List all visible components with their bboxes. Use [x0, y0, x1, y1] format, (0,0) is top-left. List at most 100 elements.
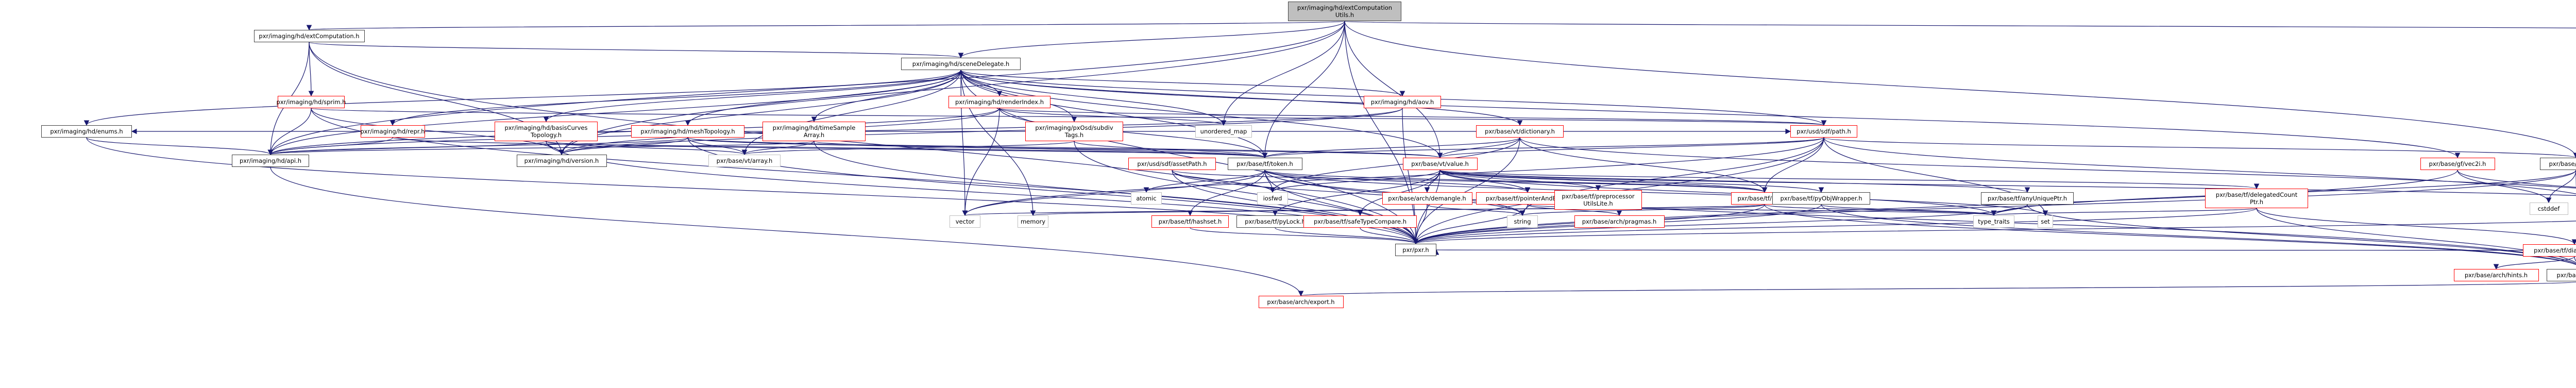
graph-node-cstddef[interactable]: cstddef: [2529, 203, 2568, 215]
graph-node-atomic[interactable]: atomic: [1131, 192, 1162, 205]
graph-node-scene-delegate[interactable]: pxr/imaging/hd/sceneDelegate.h: [901, 58, 1021, 70]
graph-node-mesh-topology[interactable]: pxr/imaging/hd/meshTopology.h: [631, 125, 744, 138]
edge-root-to-extComp: [307, 21, 1345, 31]
edge-delegatedCountPtr-to-diagnosticLite: [2256, 208, 2576, 245]
graph-node-demangle[interactable]: pxr/base/arch/demangle.h: [1382, 192, 1472, 205]
edge-value-to-typeTraits: [1439, 170, 1997, 216]
edge-renderIndex-to-vector: [962, 108, 1000, 216]
edge-hash-to-string: [1520, 204, 1765, 216]
edge-pointerAndBits-to-pragmas: [1527, 204, 1622, 216]
edge-value-to-delegatedCountPtr: [1439, 170, 2259, 190]
graph-node-unordered_map[interactable]: unordered_map: [1195, 125, 1252, 138]
graph-node-diagnostic-lite[interactable]: pxr/base/tf/diagnosticLite.h: [2523, 244, 2576, 257]
graph-node-sprim[interactable]: pxr/imaging/hd/sprim.h: [277, 96, 346, 108]
edge-pyLock-to-pxr: [1275, 227, 1419, 245]
edge-delegatedCountPtr-to-tfApi: [2256, 208, 2576, 263]
graph-node-array[interactable]: pxr/base/vt/array.h: [708, 155, 781, 167]
edge-token-to-pointerAndBits: [1264, 170, 1531, 193]
edge-sceneDelegate-to-repr: [389, 70, 961, 126]
edge-repr-to-token: [392, 137, 1267, 159]
edge-vec2i-to-diagnostic: [2457, 170, 2576, 188]
graph-node-string[interactable]: string: [1507, 215, 1538, 228]
edge-value-to-hash: [1439, 170, 1768, 193]
edge-extComp-to-pxr: [309, 42, 1419, 245]
graph-node-version[interactable]: pxr/imaging/hd/version.h: [516, 155, 607, 167]
edge-token-to-hash: [1264, 170, 1767, 193]
edge-anyUniquePtr-to-pxr: [1413, 204, 2028, 245]
edge-root-to-value: [1344, 21, 1443, 159]
edge-diagnosticLite-to-hints: [2493, 256, 2575, 270]
graph-node-pragmas[interactable]: pxr/base/arch/pragmas.h: [1574, 215, 1665, 228]
edge-value-to-diagnostic: [1439, 170, 2576, 196]
graph-node-token[interactable]: pxr/base/tf/token.h: [1227, 158, 1302, 170]
edge-token-to-atomic: [1143, 170, 1265, 193]
edge-vec2i-to-cstddef: [2457, 170, 2552, 204]
graph-node-value[interactable]: pxr/base/vt/value.h: [1402, 158, 1478, 170]
edge-root-to-unordered_map: [1221, 21, 1345, 126]
graph-node-vec2i[interactable]: pxr/base/gf/vec2i.h: [2420, 158, 2495, 170]
edge-path-to-span: [1823, 137, 2576, 159]
edge-delegatedCountPtr-to-pxr: [1413, 208, 2257, 245]
edge-dictionary-to-iosfwd: [1269, 137, 1520, 193]
graph-node-hd-api[interactable]: pxr/imaging/hd/api.h: [232, 155, 309, 167]
edge-sceneDelegate-to-vector: [960, 70, 968, 216]
edge-vec2i-to-pxr: [1413, 170, 2458, 245]
graph-node-asset-path[interactable]: pxr/usd/sdf/assetPath.h: [1128, 158, 1216, 170]
graph-node-hints[interactable]: pxr/base/arch/hints.h: [2453, 269, 2539, 281]
graph-node-delegated-count-ptr[interactable]: pxr/base/tf/delegatedCount Ptr.h: [2205, 189, 2308, 208]
graph-node-aov[interactable]: pxr/imaging/hd/aov.h: [1364, 96, 1441, 108]
graph-node-pxr[interactable]: pxr/pxr.h: [1395, 244, 1436, 256]
graph-node-tf-api[interactable]: pxr/base/tf/api.h: [2546, 269, 2576, 281]
edge-assetPath-to-hash: [1172, 170, 1767, 193]
graph-node-iosfwd[interactable]: iosfwd: [1257, 192, 1288, 205]
edge-value-to-pxr: [1413, 170, 1440, 245]
graph-node-type-traits[interactable]: type_traits: [1973, 215, 2014, 228]
edge-token-to-pxr: [1264, 170, 1419, 245]
edge-enums-to-hdApi: [86, 137, 274, 156]
edge-sceneDelegate-to-unordered_map: [960, 70, 1227, 126]
graph-node-hashset[interactable]: pxr/base/tf/hashset.h: [1151, 215, 1229, 228]
graph-node-dictionary[interactable]: pxr/base/vt/dictionary.h: [1476, 125, 1564, 138]
edge-renderIndex-to-token: [999, 108, 1268, 159]
graph-node-arch-export[interactable]: pxr/base/arch/export.h: [1258, 296, 1344, 308]
edge-value-to-preprocessor: [1439, 170, 1601, 191]
edge-sceneDelegate-to-value: [960, 70, 1443, 159]
graph-node-vector[interactable]: vector: [950, 215, 980, 228]
edge-aov-to-version: [558, 108, 1403, 156]
graph-node-repr[interactable]: pxr/imaging/hd/repr.h: [360, 125, 425, 138]
edge-enums-to-pxr: [86, 137, 1419, 245]
edge-delegatedCountPtr-to-typeTraits: [1991, 208, 2257, 216]
graph-node-py-obj-wrapper[interactable]: pxr/base/tf/pyObjWrapper.h: [1772, 192, 1870, 205]
edge-sceneDelegate-to-timeSample: [811, 70, 961, 123]
graph-node-path[interactable]: pxr/usd/sdf/path.h: [1790, 125, 1857, 138]
edge-safeTypeCompare-to-pxr: [1360, 227, 1419, 245]
edge-path-to-token: [1262, 137, 1824, 159]
edge-hashset-to-pxr: [1190, 227, 1419, 245]
edge-pyObjWrapper-to-tfApi: [1821, 204, 2576, 265]
edge-sceneDelegate-to-array: [741, 70, 961, 156]
graph-node-ext-comp[interactable]: pxr/imaging/hd/extComputation.h: [253, 30, 365, 42]
graph-node-span[interactable]: pxr/base/tf/span.h: [2540, 158, 2576, 170]
edge-root-to-version: [558, 21, 1345, 156]
graph-node-memory[interactable]: memory: [1018, 215, 1048, 228]
graph-node-basis-curves[interactable]: pxr/imaging/hd/basisCurves Topology.h: [495, 122, 598, 141]
edge-hdApi-to-archExport: [270, 166, 1304, 297]
graph-node-root[interactable]: pxr/imaging/hd/extComputation Utils.h: [1288, 2, 1401, 21]
edge-anyUniquePtr-to-tfApi: [2027, 204, 2576, 264]
edge-extComp-to-sprim: [308, 42, 314, 97]
graph-node-safe-type-compare[interactable]: pxr/base/tf/safeTypeCompare.h: [1303, 215, 1417, 228]
graph-node-any-unique-ptr[interactable]: pxr/base/tf/anyUniquePtr.h: [1981, 192, 2074, 205]
graph-node-render-index[interactable]: pxr/imaging/hd/renderIndex.h: [948, 96, 1050, 108]
graph-node-py-lock[interactable]: pxr/base/tf/pyLock.h: [1236, 215, 1314, 228]
graph-node-set[interactable]: set: [2038, 215, 2053, 228]
edge-renderIndex-to-path: [999, 108, 1826, 126]
edge-path-to-hash: [1761, 137, 1824, 193]
edge-sceneDelegate-to-token: [960, 70, 1268, 159]
graph-node-time-sample[interactable]: pxr/imaging/hd/timeSample Array.h: [762, 122, 866, 141]
edge-assetPath-to-iosfwd: [1172, 170, 1276, 193]
edge-sceneDelegate-to-vec2i: [960, 70, 2461, 159]
graph-node-enums[interactable]: pxr/imaging/hd/enums.h: [41, 125, 132, 138]
graph-node-preprocessor[interactable]: pxr/base/tf/preprocessor UtilsLite.h: [1554, 190, 1642, 210]
graph-node-scene-index-tags[interactable]: pxr/imaging/pxOsd/subdiv Tags.h: [1025, 122, 1123, 141]
edge-sceneIndexTags-to-array: [742, 141, 1075, 156]
